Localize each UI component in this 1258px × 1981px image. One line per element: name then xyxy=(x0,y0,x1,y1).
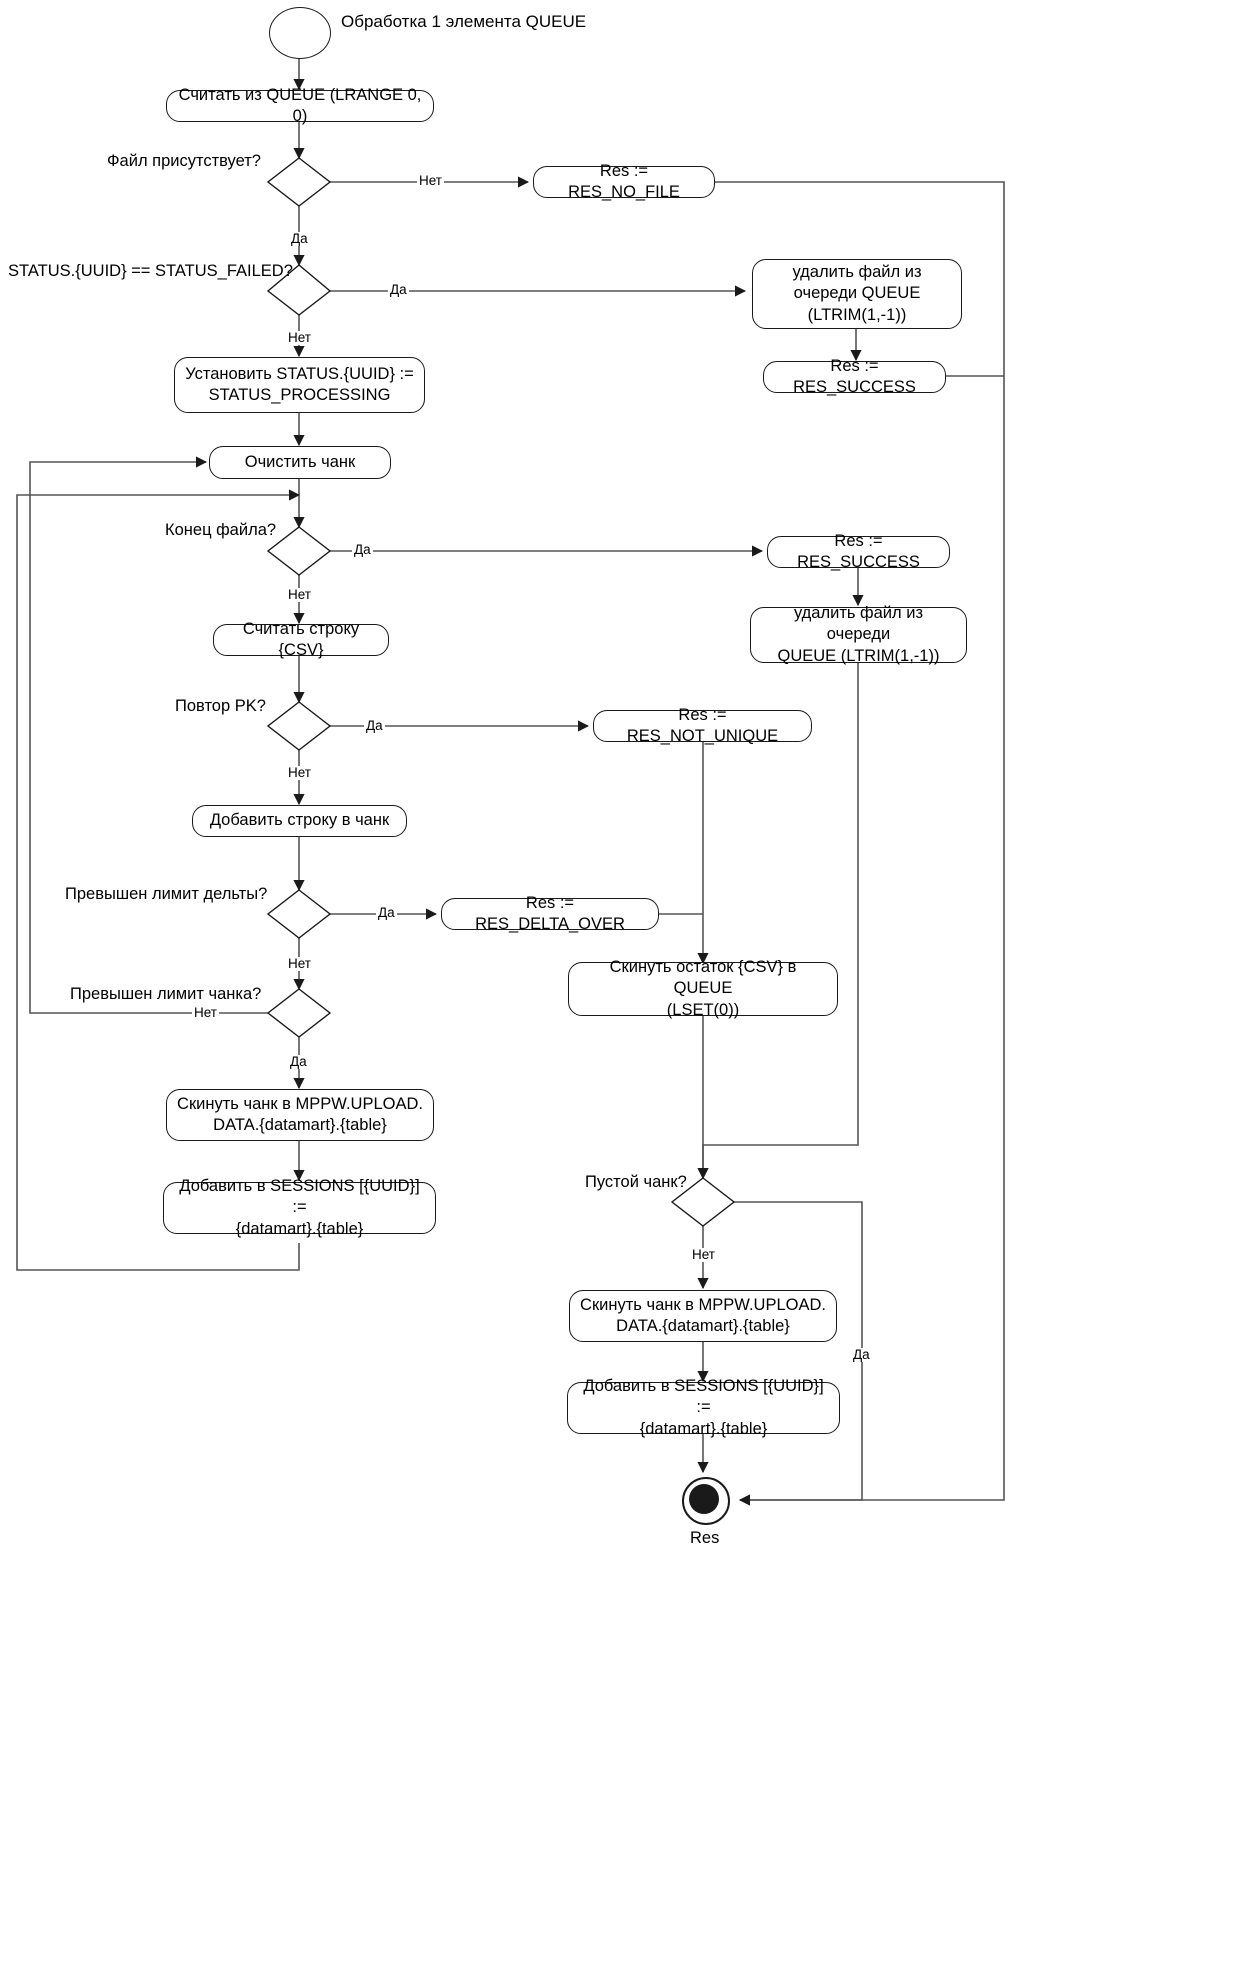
decision-label-chunk-limit: Превышен лимит чанка? xyxy=(70,985,262,1003)
edge-label-delta-no: Нет xyxy=(286,956,313,971)
edge-label-pk-no: Нет xyxy=(286,765,313,780)
node-push-rest[interactable]: Скинуть остаток {CSV} в QUEUE (LSET(0)) xyxy=(568,958,838,1019)
decision-label-pk-repeat: Повтор PK? xyxy=(175,697,266,715)
node-set-status[interactable]: Установить STATUS.{UUID} := STATUS_PROCE… xyxy=(174,357,425,413)
node-res-success-1[interactable]: Res := RES_SUCCESS xyxy=(763,357,946,396)
edge-label-status-failed-no: Нет xyxy=(286,330,313,345)
decision-label-empty-chunk: Пустой чанк? xyxy=(585,1173,687,1191)
decision-label-eof: Конец файла? xyxy=(165,521,277,539)
start-node xyxy=(269,7,331,59)
decision-label-status-failed: STATUS.{UUID} == STATUS_FAILED? xyxy=(8,262,293,280)
diagram-title: Обработка 1 элемента QUEUE xyxy=(341,12,587,31)
node-delete-file-2[interactable]: удалить файл из очереди QUEUE (LTRIM(1,-… xyxy=(750,604,967,665)
decision-label-delta-limit: Превышен лимит дельты? xyxy=(65,885,268,903)
edge-label-chunk-no: Нет xyxy=(192,1005,219,1020)
node-add-sessions-1[interactable]: Добавить в SESSIONS [{UUID}] := {datamar… xyxy=(163,1177,436,1238)
node-add-sessions-2[interactable]: Добавить в SESSIONS [{UUID}] := {datamar… xyxy=(567,1377,840,1438)
edge-label-pk-yes: Да xyxy=(364,718,385,733)
edge-label-delta-yes: Да xyxy=(376,905,397,920)
edge-label-eof-no: Нет xyxy=(286,587,313,602)
node-res-delta-over[interactable]: Res := RES_DELTA_OVER xyxy=(441,894,659,933)
edge-label-file-exists-no: Нет xyxy=(417,173,444,188)
node-res-success-2[interactable]: Res := RES_SUCCESS xyxy=(767,532,950,571)
edge-label-chunk-yes: Да xyxy=(288,1054,309,1069)
edge-label-file-exists-yes: Да xyxy=(289,231,310,246)
node-delete-file-1[interactable]: удалить файл из очереди QUEUE (LTRIM(1,-… xyxy=(752,259,962,329)
node-flush-chunk-2[interactable]: Скинуть чанк в MPPW.UPLOAD. DATA.{datama… xyxy=(569,1290,837,1342)
edge-label-empty-yes: Да xyxy=(851,1347,872,1362)
node-read-queue[interactable]: Считать из QUEUE (LRANGE 0, 0) xyxy=(166,86,434,125)
node-res-not-unique[interactable]: Res := RES_NOT_UNIQUE xyxy=(593,706,812,745)
node-read-row[interactable]: Считать строку {CSV} xyxy=(213,620,389,659)
node-flush-chunk-1[interactable]: Скинуть чанк в MPPW.UPLOAD. DATA.{datama… xyxy=(166,1089,434,1141)
end-node-label: Res xyxy=(690,1529,720,1547)
node-res-no-file[interactable]: Res := RES_NO_FILE xyxy=(533,162,715,201)
node-clear-chunk[interactable]: Очистить чанк xyxy=(209,446,391,479)
edge-label-empty-no: Нет xyxy=(690,1247,717,1262)
end-node-inner xyxy=(689,1484,719,1514)
decision-label-file-exists: Файл присутствует? xyxy=(107,152,261,170)
edge-label-status-failed-yes: Да xyxy=(388,282,409,297)
node-add-row[interactable]: Добавить строку в чанк xyxy=(192,805,407,837)
edge-label-eof-yes: Да xyxy=(352,542,373,557)
